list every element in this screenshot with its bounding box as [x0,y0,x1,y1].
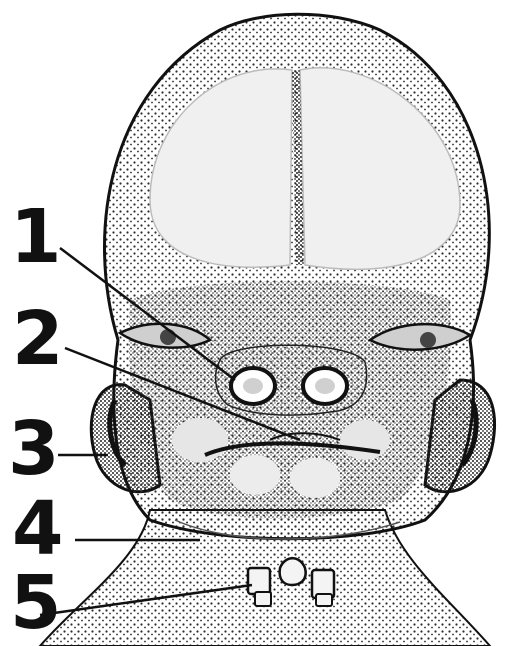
label-4: 4 [12,492,64,566]
label-5: 5 [10,566,62,640]
nasal-region [216,345,367,415]
label-3: 3 [8,412,60,486]
label-1: 1 [10,200,62,274]
label-2: 2 [12,302,64,376]
